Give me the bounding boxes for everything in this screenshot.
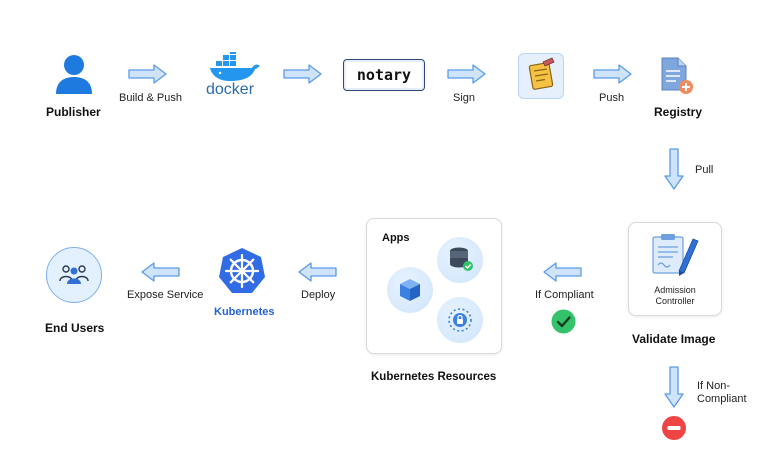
apps-label: Apps [382, 232, 410, 244]
kubernetes-resources-label: Kubernetes Resources [371, 371, 497, 383]
arrow-right-icon [128, 64, 168, 84]
admission-controller-label: Admission Controller [654, 285, 696, 306]
edge-label-deploy: Deploy [301, 289, 336, 301]
registry-node [656, 54, 696, 96]
arrow-left-icon [542, 262, 582, 282]
edge-label-sign: Sign [453, 92, 476, 104]
kubernetes-helm-icon [219, 248, 265, 293]
arrow-right-icon [283, 64, 323, 84]
kubernetes-resources-card: Apps [366, 218, 502, 354]
users-group-icon [59, 265, 89, 284]
stop-icon [661, 415, 687, 441]
validate-image-label: Validate Image [632, 332, 716, 346]
arrow-left-icon [140, 262, 180, 282]
arrow-down-icon [664, 366, 684, 408]
database-check-icon [450, 247, 473, 271]
arrow-down-icon [664, 148, 684, 190]
notary-label: notary [356, 66, 412, 84]
document-pen-icon [652, 234, 699, 276]
lock-icon [448, 308, 472, 332]
signed-note-icon [528, 57, 555, 90]
end-users-label: End Users [45, 321, 105, 335]
edge-label-push: Push [599, 92, 625, 104]
edge-label-if-non-compliant-line1: If Non- [697, 380, 731, 392]
edge-label-pull: Pull [695, 164, 714, 176]
end-users-node [46, 247, 102, 303]
edge-label-if-compliant: If Compliant [535, 289, 594, 301]
edge-label-expose-service: Expose Service [127, 289, 204, 301]
container-circle [387, 267, 433, 313]
admission-controller-card: Admission Controller [628, 222, 722, 316]
publisher-label: Publisher [46, 105, 101, 119]
check-circle-icon [551, 309, 576, 334]
notary-node: notary [343, 59, 425, 91]
kubernetes-label: Kubernetes [214, 306, 275, 318]
arrow-right-icon [593, 64, 633, 84]
docker-label: docker [206, 81, 255, 98]
edge-label-build-push: Build & Push [119, 92, 182, 104]
database-circle [437, 237, 483, 283]
user-icon [56, 55, 92, 94]
kubernetes-node [217, 246, 267, 296]
edge-label-if-non-compliant: If Non- Compliant [697, 380, 747, 406]
security-circle [437, 297, 483, 343]
registry-document-icon [661, 57, 693, 94]
cube-icon [400, 279, 420, 301]
arrow-right-icon [447, 64, 487, 84]
edge-label-if-non-compliant-line2: Compliant [697, 393, 747, 405]
arrow-left-icon [297, 262, 337, 282]
publisher-node [52, 52, 96, 96]
docker-whale-icon [210, 52, 260, 81]
docker-node [206, 52, 262, 98]
registry-label: Registry [654, 105, 703, 119]
signature-note-node [518, 53, 564, 99]
